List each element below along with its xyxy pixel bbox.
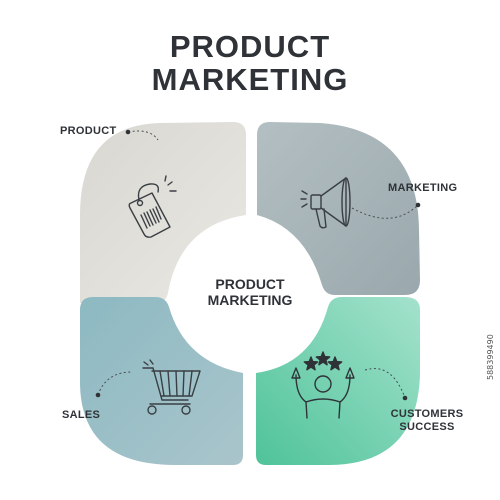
label-marketing: MARKETING xyxy=(388,182,458,194)
segment-customers-success xyxy=(256,297,420,465)
shopping-cart-icon xyxy=(142,359,201,415)
center-label-line1: PRODUCT xyxy=(215,276,285,292)
connector-lines xyxy=(97,130,419,399)
stock-id-watermark: 588399490 xyxy=(486,334,495,380)
label-sales: SALES xyxy=(62,409,101,421)
center-label-line2: MARKETING xyxy=(207,292,293,308)
connector-product xyxy=(127,130,159,141)
label-customers-success: CUSTOMERS SUCCESS xyxy=(386,408,468,434)
connector-dot-customers xyxy=(402,395,408,401)
connector-dot-product xyxy=(125,129,131,135)
page-title-line2: MARKETING xyxy=(151,62,349,97)
celebrating-person-stars-icon xyxy=(291,351,355,419)
connector-marketing xyxy=(351,204,419,219)
price-tag-icon xyxy=(128,175,177,238)
page-title-line1: PRODUCT xyxy=(169,29,331,64)
label-customers-line1: CUSTOMERS xyxy=(390,408,464,420)
connector-dot-sales xyxy=(95,392,101,398)
connector-dot-marketing xyxy=(415,202,421,208)
megaphone-icon xyxy=(300,177,351,229)
segment-marketing xyxy=(257,122,420,295)
label-product: PRODUCT xyxy=(60,125,117,137)
label-customers-line2: SUCCESS xyxy=(399,421,455,433)
